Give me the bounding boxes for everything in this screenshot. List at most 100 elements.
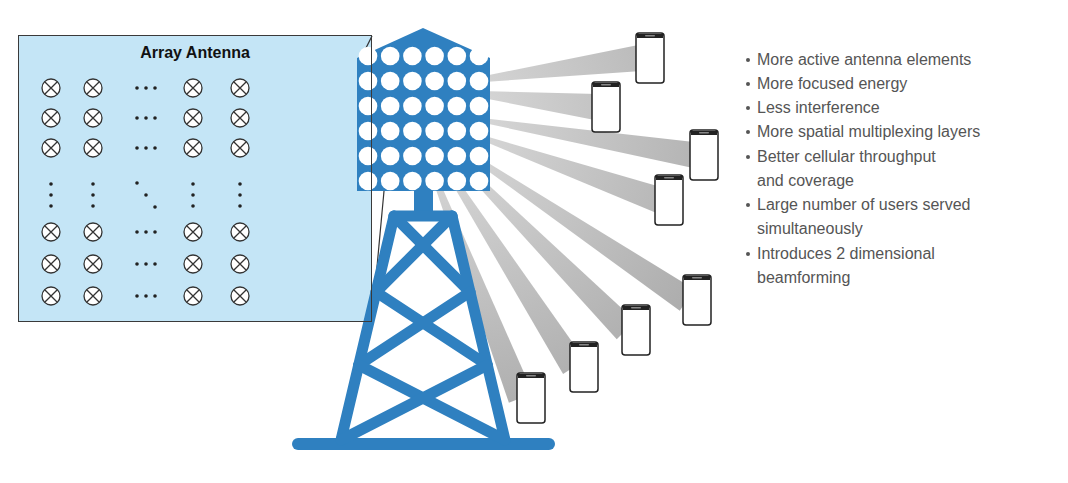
panel-element bbox=[425, 172, 444, 191]
phones bbox=[517, 33, 718, 423]
bullet-dot bbox=[746, 203, 750, 207]
tower-lattice bbox=[341, 216, 505, 440]
lattice-bar bbox=[452, 216, 505, 440]
bullet-item: More spatial multiplexing layers bbox=[757, 120, 1057, 144]
lattice-bar bbox=[394, 216, 470, 292]
bullet-item: More active antenna elements bbox=[757, 48, 1057, 72]
antenna-element-symbol bbox=[184, 255, 202, 273]
panel-element bbox=[403, 97, 422, 116]
feature-text: More focused energy bbox=[757, 72, 1057, 96]
panel-element bbox=[470, 147, 489, 166]
antenna-element-symbol bbox=[84, 255, 102, 273]
antenna-element-symbol bbox=[84, 79, 102, 97]
antenna-element-symbol bbox=[231, 287, 249, 305]
antenna-element-symbol bbox=[231, 255, 249, 273]
ellipsis-dot bbox=[144, 262, 148, 266]
antenna-element-symbol bbox=[184, 79, 202, 97]
lattice-bar bbox=[376, 292, 487, 365]
antenna-elements bbox=[359, 47, 489, 191]
bullet-item: More focused energy bbox=[757, 72, 1057, 96]
phone bbox=[570, 342, 598, 392]
panel-element bbox=[359, 97, 378, 116]
ellipsis-dot bbox=[49, 193, 53, 197]
ellipsis-dot bbox=[135, 294, 139, 298]
ellipsis-dot bbox=[144, 230, 148, 234]
ellipsis-dot bbox=[144, 294, 148, 298]
ellipsis-dot bbox=[91, 193, 95, 197]
antenna-element-symbol bbox=[84, 223, 102, 241]
phone bbox=[683, 275, 711, 325]
lattice-bar bbox=[341, 365, 487, 440]
ellipsis-dot bbox=[238, 182, 242, 186]
antenna-element-symbol bbox=[231, 223, 249, 241]
panel-element bbox=[381, 47, 400, 66]
lattice-bar bbox=[359, 365, 505, 440]
antenna-element-symbol bbox=[231, 109, 249, 127]
bullet-dot bbox=[746, 58, 750, 62]
panel-element bbox=[381, 172, 400, 191]
phone bbox=[592, 82, 620, 132]
ellipsis-dot bbox=[135, 86, 139, 90]
antenna-element-symbol bbox=[42, 109, 60, 127]
antenna-element-symbol bbox=[42, 223, 60, 241]
ellipsis-dot bbox=[191, 193, 195, 197]
ellipsis-dot bbox=[135, 146, 139, 150]
antenna-element-symbol bbox=[184, 139, 202, 157]
panel-element bbox=[425, 97, 444, 116]
antenna-element-symbol bbox=[184, 223, 202, 241]
antenna-element-symbol bbox=[42, 79, 60, 97]
feature-text: Less interference bbox=[757, 96, 1057, 120]
antenna-element-symbol bbox=[42, 287, 60, 305]
ellipsis-dot bbox=[153, 205, 157, 209]
antenna-element-symbol bbox=[184, 287, 202, 305]
ellipsis-dot bbox=[153, 230, 157, 234]
panel-element bbox=[381, 72, 400, 91]
ellipsis-dot bbox=[153, 146, 157, 150]
lattice-bar bbox=[376, 216, 452, 292]
ellipsis-dot bbox=[144, 146, 148, 150]
phone bbox=[517, 373, 545, 423]
antenna-panel bbox=[357, 28, 490, 191]
phone bbox=[690, 130, 718, 180]
phone bbox=[636, 33, 664, 83]
ellipsis-dot bbox=[144, 86, 148, 90]
panel-element bbox=[448, 147, 467, 166]
panel-element bbox=[470, 172, 489, 191]
ellipsis-dot bbox=[191, 182, 195, 186]
antenna-element-symbol bbox=[84, 287, 102, 305]
panel-element bbox=[381, 122, 400, 141]
panel-element bbox=[359, 72, 378, 91]
box-fill bbox=[18, 35, 372, 322]
lattice-bar bbox=[341, 216, 394, 440]
panel-element bbox=[359, 172, 378, 191]
panel-element bbox=[470, 72, 489, 91]
panel-element bbox=[448, 172, 467, 191]
array-antenna-box: Array Antenna bbox=[18, 35, 372, 322]
feature-text: Better cellular throughput and coverage bbox=[757, 145, 953, 193]
ellipsis-dot bbox=[91, 204, 95, 208]
bullet-dot bbox=[746, 130, 750, 134]
panel-element bbox=[448, 97, 467, 116]
panel-element bbox=[359, 47, 378, 66]
feature-text: Introduces 2 dimensional beamforming bbox=[757, 242, 989, 290]
tower bbox=[292, 28, 555, 450]
ellipsis-dot bbox=[238, 193, 242, 197]
lattice-bar bbox=[359, 292, 470, 365]
bullet-dot bbox=[746, 252, 750, 256]
ellipsis-dot bbox=[135, 230, 139, 234]
panel-element bbox=[403, 72, 422, 91]
panel-element bbox=[403, 47, 422, 66]
antenna-element-symbol bbox=[231, 139, 249, 157]
panel-element bbox=[448, 72, 467, 91]
bullet-item: Large number of users served simultaneou… bbox=[757, 193, 997, 241]
panel-element bbox=[425, 122, 444, 141]
panel-element bbox=[359, 122, 378, 141]
antenna-element-symbol bbox=[231, 79, 249, 97]
feature-text: Large number of users served simultaneou… bbox=[757, 193, 997, 241]
panel-element bbox=[403, 122, 422, 141]
ellipsis-dot bbox=[153, 116, 157, 120]
bullet-dot bbox=[746, 155, 750, 159]
box-title: Array Antenna bbox=[19, 36, 371, 62]
panel-element bbox=[425, 72, 444, 91]
